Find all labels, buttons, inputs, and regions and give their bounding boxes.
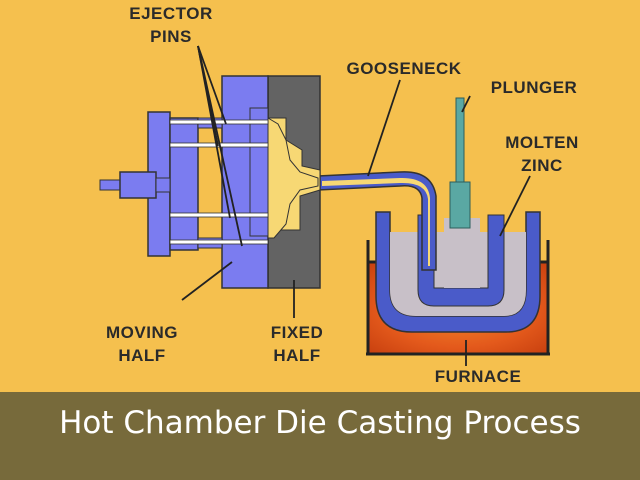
ejector-pin: [169, 239, 269, 245]
die-casting-diagram: EJECTOR PINS GOOSENECK PLUNGER MOLTEN ZI…: [99, 4, 579, 386]
label-ejector-pins-line1: EJECTOR: [129, 4, 213, 23]
ejector-pin: [169, 212, 269, 218]
label-ejector-pins-line2: PINS: [150, 27, 192, 46]
caption-title: Hot Chamber Die Casting Process: [59, 405, 581, 441]
chamber-metal: [444, 218, 480, 288]
casting: [267, 117, 319, 239]
plunger: [449, 97, 471, 229]
label-molten-zinc-line1: MOLTEN: [505, 133, 579, 152]
ejector-pin: [169, 119, 269, 125]
label-molten-zinc-line2: ZINC: [521, 156, 563, 175]
label-fixed-half-line2: HALF: [273, 346, 320, 365]
label-moving-half-line2: HALF: [118, 346, 165, 365]
label-gooseneck: GOOSENECK: [346, 59, 461, 78]
zinc-pot: [375, 211, 541, 333]
gooseneck-pipe: [317, 171, 437, 271]
label-fixed-half-line1: FIXED: [271, 323, 324, 342]
label-plunger: PLUNGER: [491, 78, 578, 97]
caption-bar: Hot Chamber Die Casting Process: [0, 392, 640, 480]
label-moving-half-line1: MOVING: [106, 323, 178, 342]
label-furnace: FURNACE: [435, 367, 522, 386]
moving-half: [99, 75, 319, 289]
leader-lines: [181, 45, 531, 366]
